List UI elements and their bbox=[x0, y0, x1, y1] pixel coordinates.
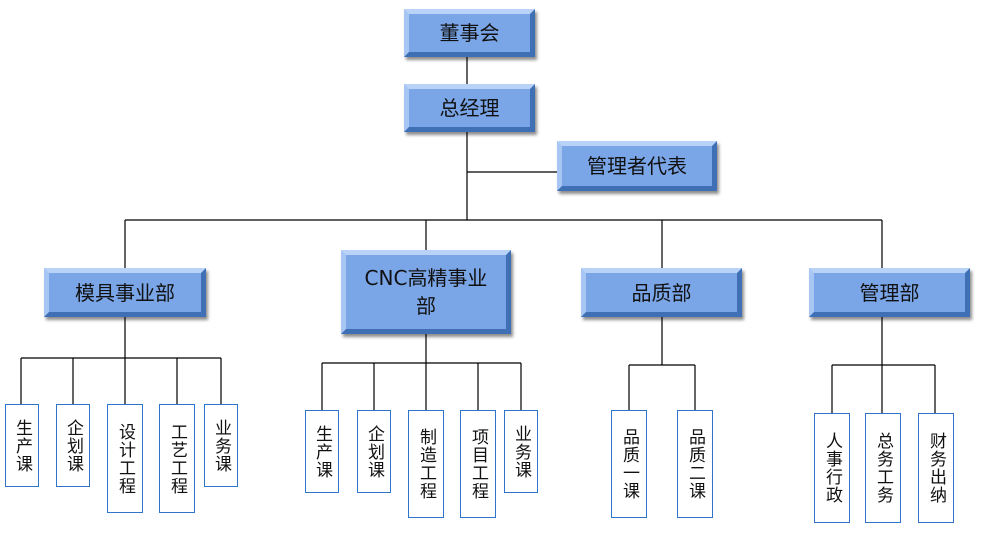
unit-box: 总务工务 bbox=[865, 413, 901, 523]
unit-label: 生产课 bbox=[312, 424, 332, 479]
management-rep-label: 管理者代表 bbox=[587, 154, 687, 178]
unit-box: 企划课 bbox=[357, 410, 391, 493]
unit-box: 业务课 bbox=[204, 404, 238, 487]
department-box: CNC高精事业部 bbox=[341, 250, 511, 334]
department-box: 品质部 bbox=[581, 268, 742, 317]
unit-box: 设计工程 bbox=[107, 404, 143, 513]
unit-box: 业务课 bbox=[504, 410, 538, 493]
unit-label: 业务课 bbox=[511, 424, 531, 479]
department-label: 模具事业部 bbox=[75, 280, 175, 305]
department-label: 品质部 bbox=[631, 280, 692, 305]
unit-box: 财务出纳 bbox=[918, 413, 954, 523]
department-label: 管理部 bbox=[859, 280, 920, 305]
unit-box: 生产课 bbox=[5, 404, 39, 487]
general-manager-box: 总经理 bbox=[404, 84, 535, 132]
unit-box: 生产课 bbox=[305, 410, 339, 493]
department-box: 管理部 bbox=[809, 268, 970, 317]
department-label: CNC高精事业部 bbox=[364, 266, 488, 318]
management-rep-box: 管理者代表 bbox=[557, 141, 717, 191]
unit-label: 项目工程 bbox=[468, 428, 488, 500]
unit-label: 制造工程 bbox=[416, 428, 436, 500]
unit-box: 项目工程 bbox=[460, 410, 496, 518]
general-manager-label: 总经理 bbox=[439, 96, 500, 120]
unit-label: 业务课 bbox=[211, 418, 231, 473]
unit-label: 品质二课 bbox=[685, 428, 705, 500]
department-box: 模具事业部 bbox=[44, 268, 206, 317]
unit-box: 制造工程 bbox=[408, 410, 444, 518]
unit-box: 企划课 bbox=[56, 404, 90, 487]
unit-label: 生产课 bbox=[12, 418, 32, 473]
unit-label: 品质一课 bbox=[619, 428, 639, 500]
unit-label: 财务出纳 bbox=[926, 432, 946, 504]
unit-label: 工艺工程 bbox=[167, 422, 187, 495]
chairman-label: 董事会 bbox=[439, 21, 500, 45]
unit-label: 设计工程 bbox=[115, 422, 135, 495]
unit-box: 人事行政 bbox=[814, 413, 850, 523]
unit-box: 品质一课 bbox=[611, 410, 647, 518]
unit-box: 品质二课 bbox=[677, 410, 713, 518]
unit-label: 总务工务 bbox=[873, 432, 893, 504]
unit-box: 工艺工程 bbox=[159, 404, 195, 513]
chairman-box: 董事会 bbox=[404, 9, 535, 57]
unit-label: 企划课 bbox=[364, 424, 384, 479]
unit-label: 人事行政 bbox=[822, 432, 842, 504]
unit-label: 企划课 bbox=[63, 418, 83, 473]
